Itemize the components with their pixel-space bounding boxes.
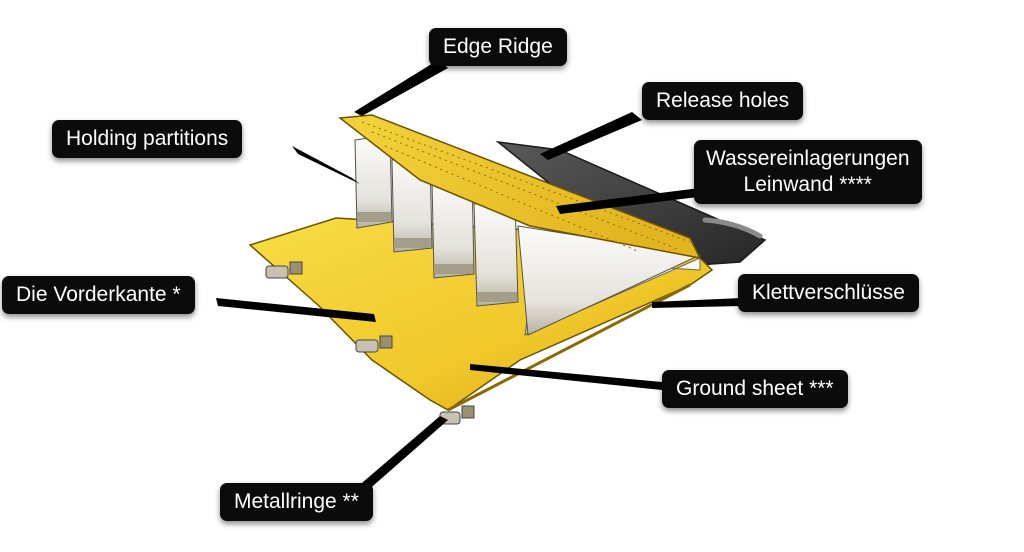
label-die-vorderkante: Die Vorderkante * bbox=[2, 276, 195, 314]
label-klettverschluesse-text: Klettverschlüsse bbox=[752, 281, 905, 304]
label-die-vorderkante-text: Die Vorderkante * bbox=[16, 283, 181, 306]
leader-lines bbox=[216, 60, 742, 492]
label-edge-ridge-text: Edge Ridge bbox=[443, 35, 553, 58]
label-holding-partitions: Holding partitions bbox=[52, 120, 243, 158]
label-release-holes-text: Release holes bbox=[656, 89, 790, 112]
label-klettverschluesse: Klettverschlüsse bbox=[738, 274, 919, 312]
label-ground-sheet: Ground sheet *** bbox=[662, 370, 848, 408]
label-ground-sheet-text: Ground sheet *** bbox=[676, 377, 834, 400]
label-metallringe-text: Metallringe ** bbox=[234, 490, 359, 513]
label-wassereinlagerungen-line2: Leinwand **** bbox=[743, 173, 872, 196]
label-metallringe: Metallringe ** bbox=[220, 483, 373, 521]
holding-partitions-shape bbox=[354, 134, 702, 336]
label-holding-partitions-text: Holding partitions bbox=[66, 127, 229, 150]
label-release-holes: Release holes bbox=[642, 82, 804, 120]
label-edge-ridge: Edge Ridge bbox=[429, 28, 567, 66]
label-wassereinlagerungen-line1: Wassereinlagerungen bbox=[706, 147, 910, 170]
roof-fabric bbox=[338, 114, 702, 260]
label-wassereinlagerungen: Wassereinlagerungen Leinwand **** bbox=[694, 140, 922, 204]
